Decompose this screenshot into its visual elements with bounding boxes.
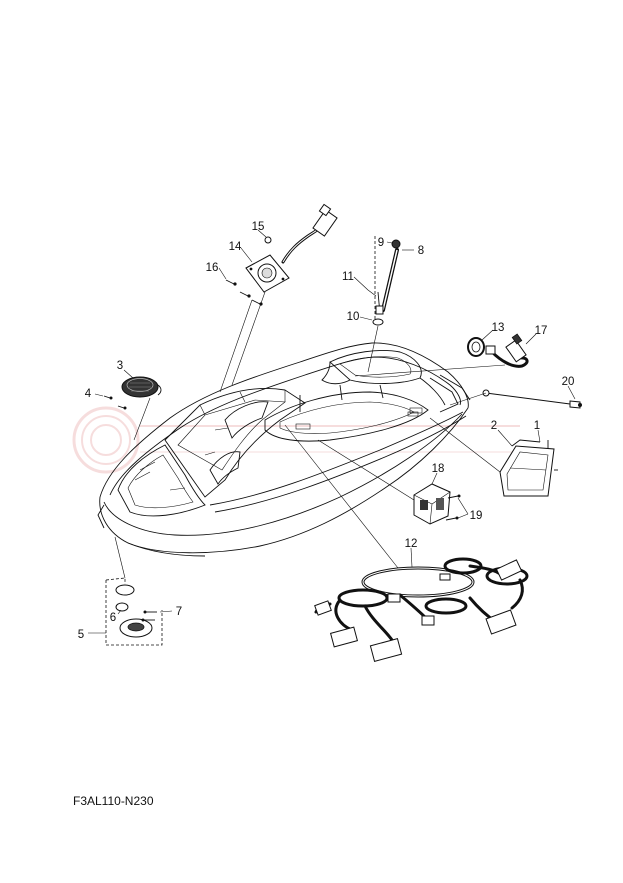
callout-12: 12	[405, 538, 418, 550]
speaker-part	[121, 376, 162, 398]
callout-18: 18	[432, 463, 445, 475]
drain-plug-group	[105, 577, 163, 646]
callout-6: 6	[110, 612, 116, 624]
callout-labels: 1 2 3 4 5 6 7 8 9 10 11 12 13 14 15 16 1…	[78, 221, 575, 641]
callout-10: 10	[347, 311, 360, 323]
bracket-2	[511, 439, 541, 447]
sensor-17	[485, 333, 529, 368]
bow-cockpit	[117, 444, 206, 517]
tray-1	[499, 440, 558, 497]
aft-cockpit	[264, 384, 429, 442]
callout-3: 3	[117, 360, 123, 372]
callout-2: 2	[491, 420, 497, 432]
gauge-cable	[281, 224, 324, 264]
diagram-code: F3AL110-N230	[73, 794, 154, 808]
callout-19: 19	[470, 510, 483, 522]
callout-13: 13	[492, 322, 505, 334]
callout-11: 11	[342, 271, 354, 283]
leader-lines	[88, 229, 576, 634]
harness-connectors	[314, 559, 523, 662]
callout-1: 1	[534, 420, 540, 432]
callout-17: 17	[535, 325, 548, 337]
engine-hatch	[321, 350, 446, 406]
callout-4: 4	[85, 388, 92, 400]
callout-20: 20	[562, 376, 575, 388]
cap-9	[391, 239, 401, 249]
gauge-mount-plate	[245, 254, 290, 293]
callout-7: 7	[176, 606, 182, 618]
screws-16	[225, 279, 263, 306]
screws-19	[445, 494, 461, 521]
connector-plug	[312, 203, 338, 237]
rod-8	[381, 248, 399, 312]
cable-20	[482, 389, 582, 409]
callout-8: 8	[418, 245, 424, 257]
callout-9: 9	[378, 237, 384, 249]
watermark-logo	[72, 406, 520, 474]
callout-16: 16	[206, 262, 219, 274]
swim-platform	[407, 374, 471, 417]
washer-10	[372, 318, 384, 326]
block-18	[413, 483, 451, 525]
windshield	[164, 388, 306, 498]
helm-seats	[204, 401, 269, 485]
pin-11	[375, 291, 384, 315]
callout-14: 14	[229, 241, 242, 253]
boat-hull	[97, 342, 469, 557]
callout-15: 15	[252, 221, 265, 233]
nut-15	[264, 236, 272, 244]
ring-13	[467, 337, 485, 357]
callout-5: 5	[78, 629, 84, 641]
speaker-screws	[103, 395, 127, 410]
